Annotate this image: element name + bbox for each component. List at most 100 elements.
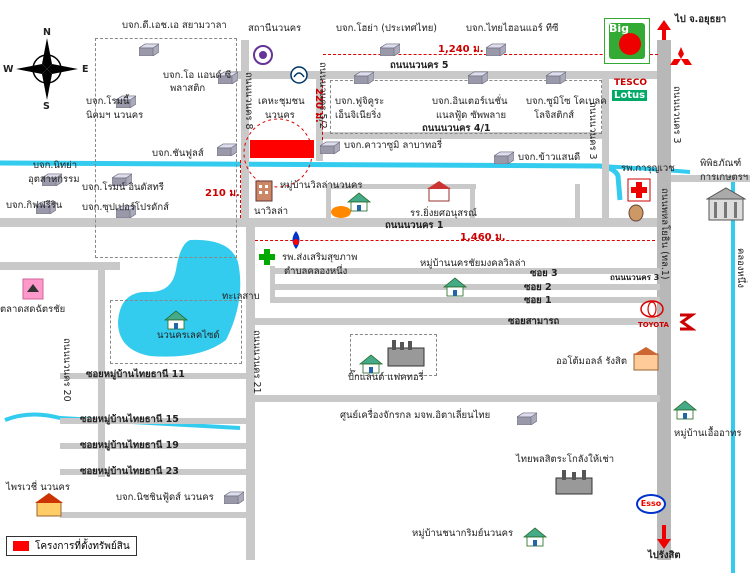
label-soi-1: ซอย 1 (524, 295, 552, 306)
road-soi-3 (270, 268, 660, 274)
road-east-stub (671, 175, 750, 182)
label-mu-nawilla: หมู่บ้านวิลล่านวนคร (280, 180, 363, 191)
label-sathani: สถานีนวนคร (248, 23, 302, 34)
label-road-nawanakorn-8: ถนนนวนคร 8 (243, 72, 254, 130)
house-icon (673, 400, 697, 420)
label-school: รร.ยิ่งยศอนุสรณ์ (410, 208, 477, 219)
tesco-text: TESCO (614, 78, 648, 88)
label-to-rangsit: ไปรังสิต (648, 550, 681, 561)
label-nawawilla: นาวิลล่า (254, 206, 289, 217)
industrial-zone-north (330, 80, 602, 134)
factory-icon (486, 43, 506, 56)
market-icon (22, 278, 44, 300)
suzuki-logo (679, 313, 696, 331)
dim-line-1460 (255, 240, 655, 241)
auto-mall-icon (633, 347, 659, 371)
label-khao-saen-di: บจก.ข้าวแสนดี (518, 152, 581, 163)
road-nawanakorn-1 (0, 218, 665, 227)
label-market: ตลาดสดฉัตรชัย (0, 304, 66, 315)
label-romne-industry: บจก.โรมน์ อินดัสทรี (82, 182, 164, 193)
factory-icon (494, 151, 514, 164)
factory-icon (468, 71, 488, 84)
map-legend: โครงการที่ตั้งทรัพย์สิน (6, 536, 137, 556)
label-klong-nueng: คลองหนึ่ง (735, 248, 746, 288)
big-c-text: Big (609, 22, 630, 35)
road-lower-main (255, 395, 660, 402)
pairoj-house-icon (35, 493, 63, 517)
big-c-logo: Big (604, 18, 650, 64)
lakeside-zone (110, 300, 242, 364)
tesco-lotus-logo: TESCO Lotus (612, 78, 648, 104)
label-soi-thaithani-23: ซอยหมู่บ้านไทยธานี 23 (80, 466, 179, 477)
station-icon (253, 45, 273, 65)
arrow-up-icon (657, 20, 671, 40)
label-dh-siam: บจก.ดี.เอช.เอ สยามวาลา (122, 20, 227, 31)
house-icon (523, 527, 547, 547)
label-road-nawanakorn-21: ถนนนวนคร 21 (251, 330, 262, 394)
label-nishin: บจก.นิชชินฟู้ดส์ นวนคร (116, 492, 214, 503)
label-phiphitthaphan: พิพิธภัณฑ์ (700, 158, 742, 169)
compass-e: E (82, 64, 89, 75)
label-road-nawanakorn-20: ถนนนวนคร 20 (61, 338, 72, 402)
toyota-text: TOYOTA (638, 321, 669, 329)
label-soi-thaithani-19: ซอยหมู่บ้านไทยธานี 19 (80, 440, 179, 451)
road-nawanakorn-21 (246, 225, 255, 560)
thai-plastic-factory-icon (555, 470, 593, 495)
label-fujikura: บจก.ฟูจิคูระ (335, 96, 385, 107)
label-romne-2: นิคมฯ นวนคร (86, 110, 144, 121)
road-phahonyothin (657, 40, 671, 560)
hospital-cross-icon (259, 249, 275, 265)
label-mu-nawanakorn-villa: หมู่บ้านนครชัยมงคลวิลล่า (420, 258, 526, 269)
label-rp-songsoem: รพ.ส่งเสริมสุขภาพ (282, 252, 358, 263)
label-thai-plastic: ไทยพลสิตระโกลังให้เช่า (516, 454, 615, 465)
label-international: บจก.อินเตอร์เนชั่น (432, 96, 508, 107)
house-icon (359, 354, 383, 374)
label-phiphitthaphan-2: การเกษตรฯ (700, 172, 749, 183)
label-road-nawanakorn-1: ถนนนวนคร 1 (385, 220, 444, 231)
label-thai-hairsuk: บจก.ไทยไฮอนแอร์ ทีซี (466, 23, 559, 34)
label-fujikura-2: เอ็นจิเนียริ่ง (335, 110, 382, 121)
road-soi-19 (60, 443, 250, 449)
label-big-land: บิ๊กแลนด์ แฟคทอรี่ (348, 372, 424, 383)
label-mu-chanakrit: หมู่บ้านชนากริมย์นวนคร (412, 528, 514, 539)
factory-icon (320, 141, 340, 154)
label-machinery-center: ศูนย์เครื่องจักรกล มจพ.อิตาเลี่ยนไทย (340, 410, 491, 421)
label-khet-chumchon: เคหะชุมชน (258, 96, 305, 107)
label-chanful: บจก.ชันฟูลส์ (152, 148, 204, 159)
bigland-factory-icon (387, 340, 425, 367)
lotus-text: Lotus (612, 90, 648, 101)
road-nawanakorn-5 (235, 71, 665, 79)
road-soi-samakkhi (255, 318, 660, 325)
label-to-ayutthaya: ไป จ.อยุธยา (675, 14, 727, 25)
label-soi-thaithani-15: ซอยหมู่บ้านไทยธานี 15 (80, 414, 179, 425)
label-sumiko: บจก.ซูมิโซ โคเบลค (526, 96, 607, 107)
label-road-nawanakorn-3-south: ถนนนวนคร 3 (610, 273, 660, 282)
label-super-product: บจก.ซุปเปอร์โปรดักส์ (82, 202, 169, 213)
label-soi-thaithani-11: ซอยหมู่บ้านไทยธานี 11 (86, 369, 185, 380)
arrow-down-icon (657, 525, 671, 549)
mitsubishi-logo (670, 47, 692, 65)
house-icon (164, 310, 188, 330)
legend-swatch (13, 541, 29, 551)
label-nithiya-2: อุตสาหกรรม (28, 174, 80, 185)
house-icon (443, 277, 467, 297)
factory-icon (380, 43, 400, 56)
label-pairoj: ไพรเวชี่ นวนคร (6, 482, 70, 493)
label-road-phahonyothin: ถนนพหลโยธิน (ทล.1) (659, 188, 670, 280)
road-local-2 (470, 184, 475, 220)
dim-line-210 (240, 160, 241, 218)
temple-coin-icon (628, 204, 644, 222)
project-site[interactable] (250, 140, 314, 158)
label-lake: ทะเลสาบ (222, 291, 260, 302)
canal-lower (4, 412, 241, 430)
factory-icon (139, 43, 159, 56)
label-o-and-c: บจก.โอ แอนด์ ซี (163, 70, 232, 81)
label-auto-mall: ออโต้มอลล์ รังสิต (556, 356, 628, 367)
compass-w: W (3, 64, 14, 75)
esso-logo: Esso (636, 494, 666, 514)
lake-shape (118, 239, 241, 357)
road-soi-15 (60, 418, 250, 424)
road-local-3 (575, 184, 580, 220)
road-nawanakorn-5-2 (316, 71, 323, 161)
